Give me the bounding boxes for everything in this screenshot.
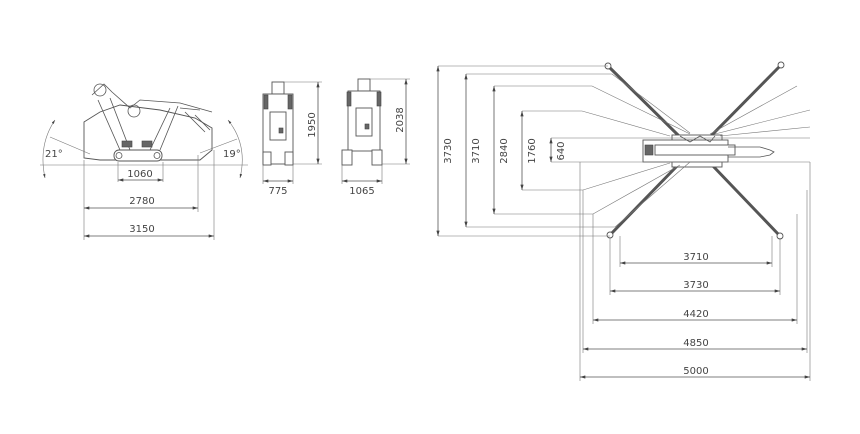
hdim-label: 4850 [683, 338, 708, 349]
hdim-label: 4420 [683, 309, 708, 320]
vdim-label: 2840 [499, 138, 510, 163]
wide-height-label: 2038 [395, 107, 406, 132]
left-angle-line [49, 136, 91, 155]
crane-top-body [642, 134, 775, 168]
right-angle-arc [227, 119, 243, 179]
outrigger-arms [604, 61, 785, 240]
crane-side-body [83, 83, 213, 162]
narrow-width-label: 775 [268, 186, 287, 197]
vdim-label: 640 [556, 141, 567, 160]
hdim-label: 5000 [683, 366, 708, 377]
vertical-dimensions: 3730 3710 2840 1760 640 [436, 66, 567, 236]
vdim-label: 1760 [527, 138, 538, 163]
front-view-wide: 2038 1065 [341, 78, 410, 197]
angle-left-label: 21° [45, 149, 63, 160]
top-view: 3730 3710 2840 1760 640 3710 3730 4420 4… [436, 61, 811, 381]
side-view: 21° 19° 1060 2780 3150 [40, 83, 248, 240]
hdim-label: 3710 [683, 252, 708, 263]
narrow-height-label: 1950 [307, 112, 318, 137]
outrigger-dim-label: 2780 [129, 196, 154, 207]
front-view-narrow: 1950 775 [262, 81, 322, 197]
vdim-label: 3730 [443, 138, 454, 163]
left-angle-arc [42, 119, 56, 179]
vdim-label: 3710 [471, 138, 482, 163]
track-dim-label: 1060 [127, 169, 152, 180]
horizontal-dimensions: 3710 3730 4420 4850 5000 [579, 162, 811, 381]
wide-width-label: 1065 [349, 186, 374, 197]
overall-dim-label: 3150 [129, 224, 154, 235]
angle-right-label: 19° [223, 149, 241, 160]
hdim-label: 3730 [683, 280, 708, 291]
